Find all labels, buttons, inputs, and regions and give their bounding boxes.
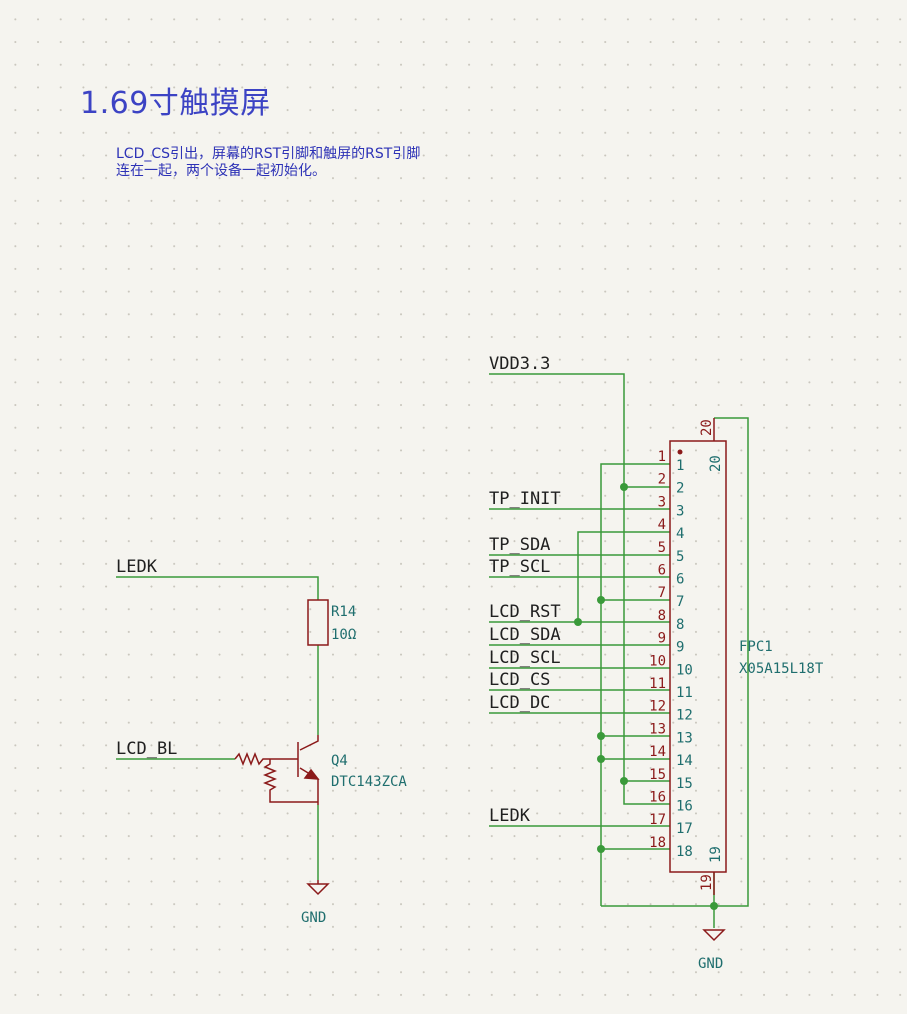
note-line-1: LCD_CS引出，屏幕的RST引脚和触屏的RST引脚: [116, 146, 421, 162]
pin-number-inner: 9: [676, 640, 684, 656]
pin-number-outer: 12: [649, 699, 666, 715]
q4-reference: Q4: [331, 753, 348, 769]
pin-number-inner: 2: [676, 481, 684, 497]
pin-number-outer: 3: [658, 494, 666, 510]
pin-number-outer: 18: [649, 835, 666, 851]
fpc-reference: FPC1: [739, 639, 773, 655]
gnd-symbol-q4: [306, 880, 330, 896]
gnd-label-backlight: GND: [301, 910, 326, 926]
pin-number-inner: 17: [676, 821, 693, 837]
pin-number-inner: 12: [676, 708, 693, 724]
pin-number-outer: 15: [649, 767, 666, 783]
pin-number-outer: 13: [649, 721, 666, 737]
pin-number-inner: 11: [676, 685, 693, 701]
pin-number-inner: 13: [676, 730, 693, 746]
wire-rst-link: [577, 531, 670, 622]
gnd-label-fpc: GND: [698, 956, 723, 972]
net-label-lcd-scl[interactable]: LCD_SCL: [489, 648, 561, 668]
fpc-connector[interactable]: [669, 418, 727, 895]
fpc-value: X05A15L18T: [739, 661, 824, 677]
net-label-vdd[interactable]: VDD3.3: [489, 354, 550, 374]
pin-number-inner: 16: [676, 799, 693, 815]
net-label-tp-sda[interactable]: TP_SDA: [489, 535, 550, 555]
sheet-title: 1.69寸触摸屏: [80, 86, 271, 121]
net-label-lcd-rst[interactable]: LCD_RST: [489, 602, 561, 622]
net-label-lcd-bl[interactable]: LCD_BL: [116, 739, 177, 759]
pin-number-inner: 1: [676, 458, 684, 474]
pin-number-outer: 1: [658, 449, 666, 465]
pin-number-inner: 3: [676, 503, 684, 519]
pin-number-inner: 18: [676, 844, 693, 860]
pin-number-inner: 10: [676, 662, 693, 678]
pin-number-outer: 5: [658, 540, 666, 556]
pin-number-outer: 9: [658, 631, 666, 647]
net-label-lcd-cs[interactable]: LCD_CS: [489, 670, 550, 690]
pin-number-outer: 11: [649, 676, 666, 692]
design-note: LCD_CS引出，屏幕的RST引脚和触屏的RST引脚 连在一起，两个设备一起初始…: [116, 146, 420, 180]
pin-number-inner: 4: [676, 526, 684, 542]
note-line-2: 连在一起，两个设备一起初始化。: [116, 163, 326, 179]
pin-number-outer: 7: [658, 585, 666, 601]
q4-value: DTC143ZCA: [331, 774, 407, 790]
pin-number-outer: 8: [658, 608, 666, 624]
r14-reference: R14: [331, 604, 356, 620]
pin-number-outer: 14: [649, 744, 666, 760]
pin-number-inner: 6: [676, 572, 684, 588]
junctions: [574, 483, 718, 910]
r14-value: 10Ω: [331, 627, 356, 643]
pin-number-outer: 6: [658, 563, 666, 579]
net-label-tp-scl[interactable]: TP_SCL: [489, 557, 550, 577]
net-label-ledk[interactable]: LEDK: [116, 557, 158, 577]
pin-number-inner: 8: [676, 617, 684, 633]
pin-number-outer: 2: [658, 472, 666, 488]
backlight-circuit: [116, 576, 330, 896]
pin-number-outer: 16: [649, 790, 666, 806]
pin-number-inner: 15: [676, 776, 693, 792]
net-label-tp-init[interactable]: TP_INIT: [489, 489, 561, 509]
pin-number-outer: 10: [649, 653, 666, 669]
pin-number-inner: 5: [676, 549, 684, 565]
wire-vdd: [489, 373, 670, 488]
pin-number-outer: 17: [649, 812, 666, 828]
gnd-symbol-fpc: [702, 929, 726, 942]
net-label-lcd-sda[interactable]: LCD_SDA: [489, 625, 561, 645]
pin-number-inner: 14: [676, 753, 693, 769]
pin-20-outer: 20: [699, 419, 715, 436]
pin-number-outer: 4: [658, 517, 666, 533]
pin-20-inner: 20: [708, 455, 724, 472]
pin-number-inner: 7: [676, 594, 684, 610]
pin-19-inner: 19: [708, 846, 724, 863]
net-label-lcd-dc[interactable]: LCD_DC: [489, 693, 550, 713]
pin-19-outer: 19: [699, 874, 715, 891]
resistor-r14[interactable]: [307, 599, 329, 646]
wire-ledk: [116, 576, 319, 600]
transistor-q4[interactable]: [234, 735, 320, 805]
net-label-ledk[interactable]: LEDK: [489, 806, 531, 826]
